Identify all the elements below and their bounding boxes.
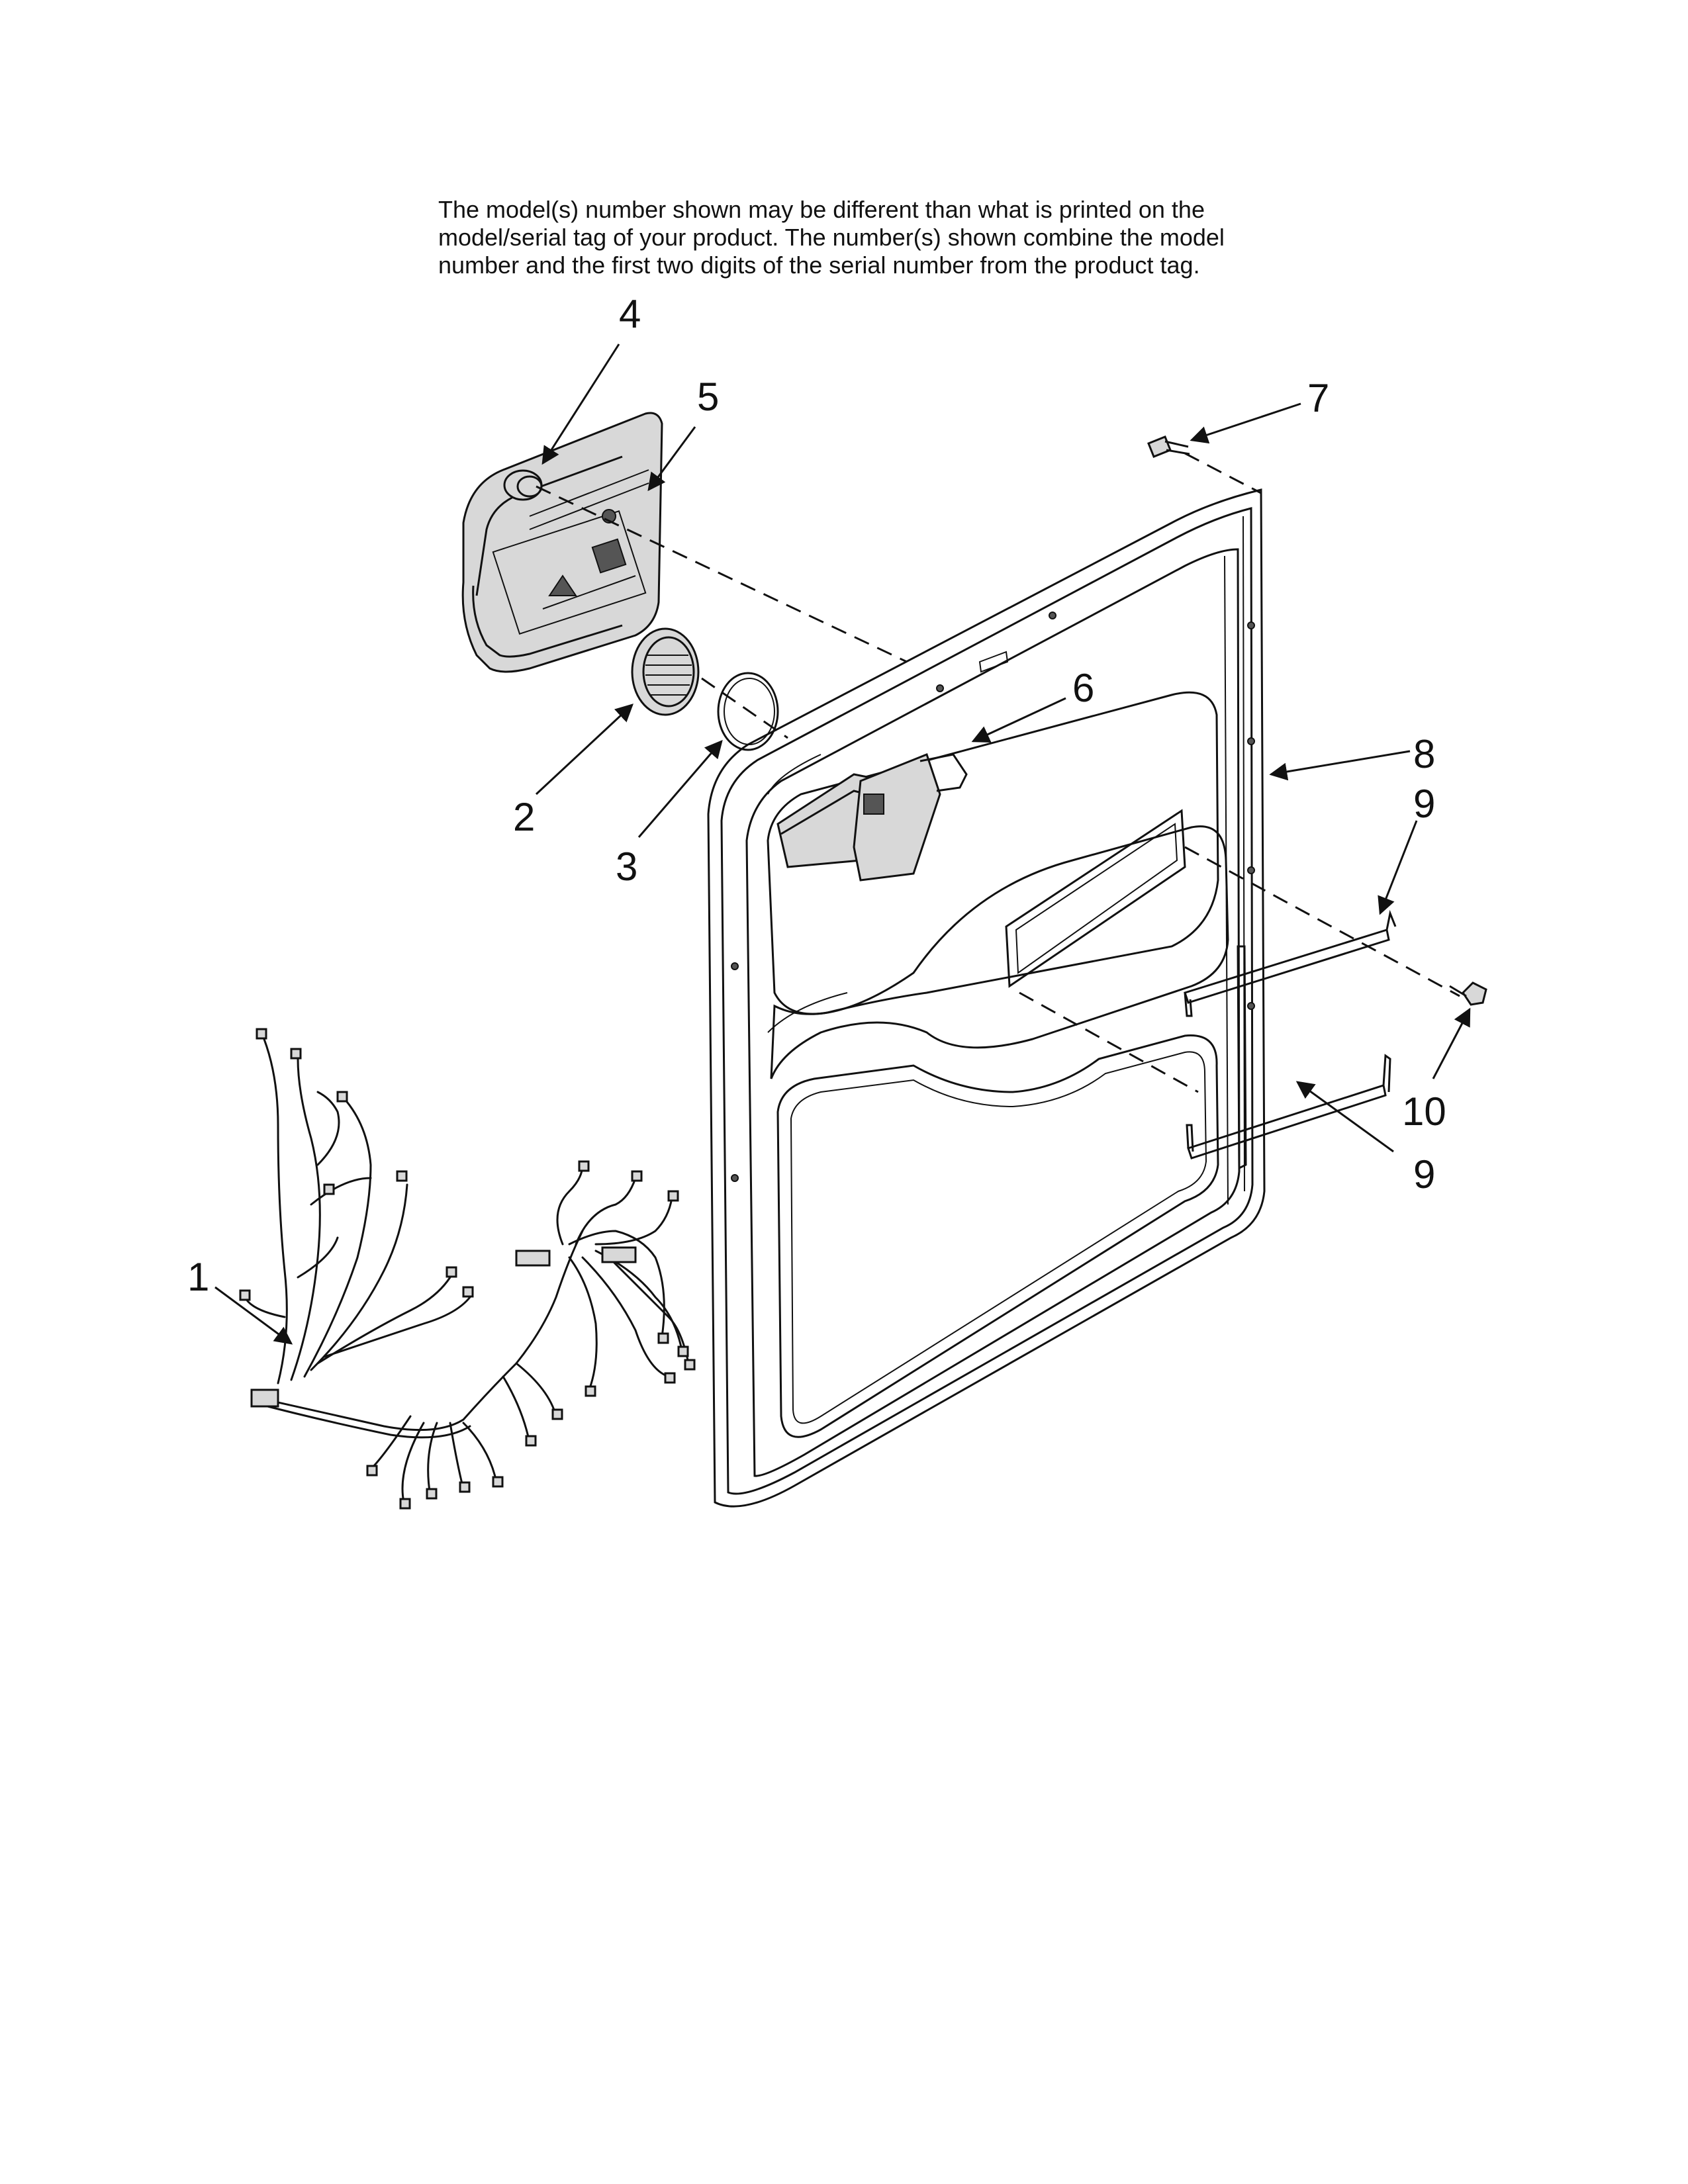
screw-bottom xyxy=(1449,981,1487,1006)
screw-top xyxy=(1147,435,1190,458)
vent-assembly xyxy=(776,753,968,882)
vent-grille xyxy=(631,627,700,716)
bracket-lower xyxy=(1186,1054,1391,1160)
callout-8: 8 xyxy=(1413,732,1435,776)
assembly-line-control xyxy=(536,485,908,663)
callout-7: 7 xyxy=(1307,376,1329,420)
callout-9-upper: 9 xyxy=(1413,782,1435,826)
bracket-upper xyxy=(1184,909,1397,1017)
callout-1: 1 xyxy=(187,1255,209,1299)
user-interface-control xyxy=(461,412,663,673)
inner-door-panel xyxy=(707,488,1266,1508)
assembly-line-screw-top xyxy=(1184,452,1262,494)
note-line-1: The model(s) number shown may be differe… xyxy=(438,196,1205,223)
callout-9-lower: 9 xyxy=(1413,1152,1435,1197)
gasket-ring xyxy=(717,672,779,751)
assembly-line-vent xyxy=(701,677,788,739)
assembly-line-bracket-lower xyxy=(1019,991,1199,1093)
model-number-note: The model(s) number shown may be differe… xyxy=(438,196,1365,279)
leader-lines xyxy=(214,343,1471,1345)
callout-4: 4 xyxy=(619,292,641,336)
button-cap xyxy=(503,469,543,501)
callout-2: 2 xyxy=(513,795,535,839)
callout-3: 3 xyxy=(616,844,637,889)
callout-6: 6 xyxy=(1072,666,1094,710)
note-line-3: number and the first two digits of the s… xyxy=(438,251,1200,279)
wiring-harness xyxy=(239,1028,696,1510)
callout-10: 10 xyxy=(1402,1089,1446,1134)
note-line-2: model/serial tag of your product. The nu… xyxy=(438,224,1225,251)
assembly-line-bracket xyxy=(1184,846,1460,997)
callout-5: 5 xyxy=(697,375,719,419)
